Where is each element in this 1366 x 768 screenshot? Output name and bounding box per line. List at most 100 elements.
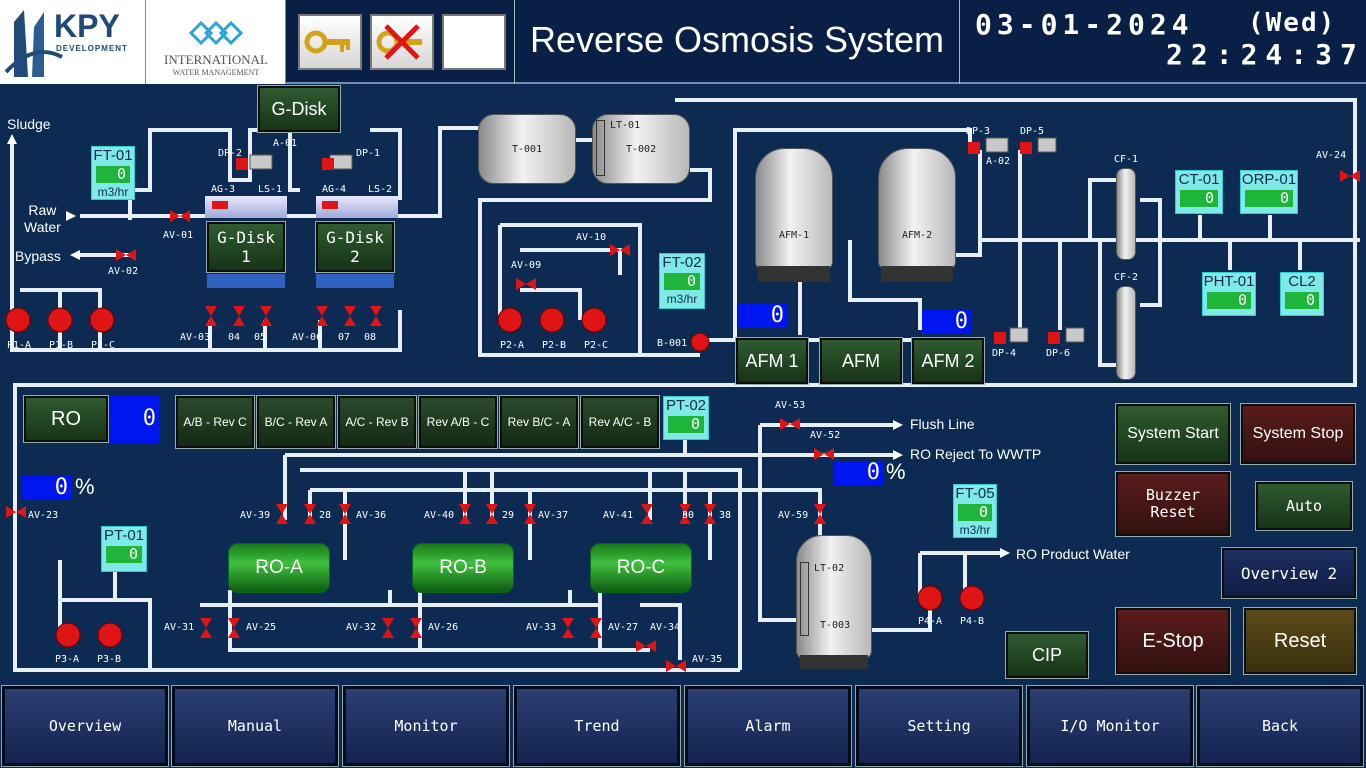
orp01-value: 0 bbox=[1245, 190, 1293, 207]
nav-overview[interactable]: Overview bbox=[1, 685, 169, 767]
av03-tag: AV-03 bbox=[180, 332, 211, 343]
afm1-button[interactable]: AFM 1 bbox=[735, 337, 809, 385]
mode-rev-bc-a-button[interactable]: Rev B/C - A bbox=[499, 395, 579, 449]
av32-tag: AV-32 bbox=[346, 622, 377, 633]
av27-tag: AV-27 bbox=[608, 622, 639, 633]
nav-trend[interactable]: Trend bbox=[513, 685, 681, 767]
b001-tag: B-001 bbox=[657, 338, 688, 349]
ls1-tag: LS-1 bbox=[258, 184, 283, 195]
gdisk1-base bbox=[207, 274, 285, 288]
p3a-tag: P3-A bbox=[55, 654, 80, 665]
ct01-value: 0 bbox=[1180, 190, 1218, 207]
afm2-button[interactable]: AFM 2 bbox=[911, 337, 985, 385]
system-start-button[interactable]: System Start bbox=[1115, 403, 1231, 465]
ro-product-label: RO Product Water bbox=[1016, 546, 1130, 562]
overview2-button[interactable]: Overview 2 bbox=[1221, 547, 1357, 599]
gdisk1-button[interactable]: G-Disk 1 bbox=[206, 221, 286, 273]
dp4-tag: DP-4 bbox=[992, 348, 1017, 359]
ro-percent-bar: 0 bbox=[22, 476, 72, 500]
reset-button[interactable]: Reset bbox=[1243, 607, 1357, 675]
ag3-tag: AG-3 bbox=[211, 184, 236, 195]
ct01-name: CT-01 bbox=[1178, 171, 1220, 188]
av41-tag: AV-41 bbox=[603, 510, 634, 521]
iwm-logo-text: INTERNATIONAL bbox=[164, 52, 268, 67]
ft02-unit: m3/hr bbox=[666, 292, 698, 306]
t003-legs bbox=[800, 655, 868, 669]
av26-tag: AV-26 bbox=[428, 622, 459, 633]
mode-rev-ab-c-button[interactable]: Rev A/B - C bbox=[418, 395, 498, 449]
nav-alarm[interactable]: Alarm bbox=[684, 685, 852, 767]
cartridge-filter-cf2 bbox=[1116, 286, 1136, 380]
mode-ac-rev-b-button[interactable]: A/C - Rev B bbox=[337, 395, 417, 449]
av08-tag: 08 bbox=[364, 332, 377, 343]
kpy-logo-subtext: DEVELOPMENT bbox=[56, 44, 128, 53]
lt01-label: LT-01 bbox=[610, 120, 641, 131]
ls2-tag: LS-2 bbox=[368, 184, 393, 195]
afm1-level-bar: 0 bbox=[738, 304, 788, 328]
p2c-tag: P2-C bbox=[584, 340, 609, 351]
vessel-afm2 bbox=[878, 148, 956, 270]
flush-line-label: Flush Line bbox=[910, 416, 975, 432]
orp01-indicator: ORP-01 0 bbox=[1240, 170, 1298, 214]
sludge-label: Sludge bbox=[7, 116, 51, 132]
nav-monitor[interactable]: Monitor bbox=[342, 685, 510, 767]
estop-button[interactable]: E-Stop bbox=[1115, 607, 1231, 675]
ro-reject-label: RO Reject To WWTP bbox=[910, 446, 1042, 462]
cip-button[interactable]: CIP bbox=[1005, 631, 1089, 679]
ft01-unit: m3/hr bbox=[97, 185, 129, 199]
ro-button[interactable]: RO bbox=[23, 395, 109, 443]
nav-manual[interactable]: Manual bbox=[171, 685, 339, 767]
ro-b-vessel[interactable]: RO-B bbox=[412, 543, 514, 593]
ft02-indicator: FT-02 0 m3/hr bbox=[659, 253, 705, 309]
ft05-name: FT-05 bbox=[955, 485, 995, 502]
nav-setting[interactable]: Setting bbox=[855, 685, 1023, 767]
dp3-tag: DP-3 bbox=[966, 126, 991, 137]
ro-c-vessel[interactable]: RO-C bbox=[590, 543, 692, 593]
dp5-tag: DP-5 bbox=[1020, 126, 1045, 137]
gdisk-button[interactable]: G-Disk bbox=[257, 85, 341, 133]
av35-tag: AV-35 bbox=[692, 654, 723, 665]
av25-tag: AV-25 bbox=[246, 622, 277, 633]
pt01-value: 0 bbox=[106, 546, 142, 563]
p1a-tag: P1-A bbox=[7, 340, 32, 351]
mode-ab-rev-c-button[interactable]: A/B - Rev C bbox=[175, 395, 255, 449]
afm2-legs bbox=[881, 266, 953, 282]
ft05-indicator: FT-05 0 m3/hr bbox=[953, 484, 997, 538]
ro-a-vessel[interactable]: RO-A bbox=[228, 543, 330, 593]
ft05-value: 0 bbox=[958, 504, 992, 521]
time-display: 22:24:37 bbox=[1166, 38, 1365, 71]
av30-tag: 30 bbox=[682, 510, 695, 521]
system-stop-button[interactable]: System Stop bbox=[1240, 403, 1356, 465]
page-title: Reverse Osmosis System bbox=[514, 0, 960, 84]
afm-button[interactable]: AFM bbox=[819, 337, 903, 385]
a01-tag: A-01 bbox=[273, 138, 298, 149]
p1c-tag: P1-C bbox=[91, 340, 116, 351]
logout-key-button[interactable] bbox=[370, 14, 434, 70]
av07-tag: 07 bbox=[338, 332, 351, 343]
blank-button[interactable] bbox=[442, 14, 506, 70]
av31-tag: AV-31 bbox=[164, 622, 195, 633]
gdisk2-button[interactable]: G-Disk 2 bbox=[315, 221, 395, 273]
av52-tag: AV-52 bbox=[810, 430, 841, 441]
av10-tag: AV-10 bbox=[576, 232, 607, 243]
av36-tag: AV-36 bbox=[356, 510, 387, 521]
av40-tag: AV-40 bbox=[424, 510, 455, 521]
tank-t001 bbox=[478, 114, 576, 184]
nav-io-monitor[interactable]: I/O Monitor bbox=[1026, 685, 1194, 767]
login-key-button[interactable] bbox=[298, 14, 362, 70]
ro-percent-sign: % bbox=[75, 474, 95, 499]
mode-rev-ac-b-button[interactable]: Rev A/C - B bbox=[580, 395, 660, 449]
av37-tag: AV-37 bbox=[538, 510, 569, 521]
reject-percent-sign: % bbox=[886, 459, 906, 484]
orp01-name: ORP-01 bbox=[1241, 171, 1297, 188]
cl2-name: CL2 bbox=[1288, 273, 1316, 290]
iwm-logo: INTERNATIONAL WATER MANAGEMENT bbox=[146, 0, 286, 84]
buzzer-reset-button[interactable]: Buzzer Reset bbox=[1115, 471, 1231, 537]
auto-button[interactable]: Auto bbox=[1255, 481, 1353, 531]
p1b-tag: P1-B bbox=[49, 340, 74, 351]
tank-t002 bbox=[592, 114, 690, 184]
nav-back[interactable]: Back bbox=[1196, 685, 1364, 767]
mode-bc-rev-a-button[interactable]: B/C - Rev A bbox=[256, 395, 336, 449]
